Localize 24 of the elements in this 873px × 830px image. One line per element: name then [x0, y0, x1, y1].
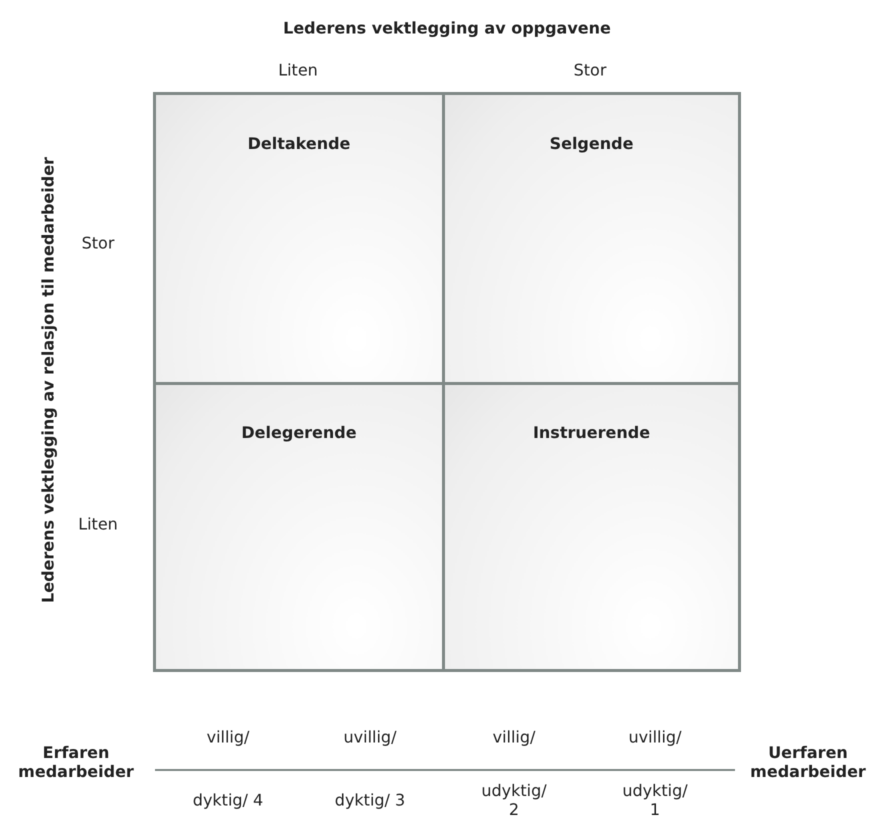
scale-label: udyktig/ 1: [621, 781, 689, 819]
scale-label: dyktig/ 4: [192, 790, 264, 810]
quadrant-title: Delegerende: [241, 422, 357, 442]
quadrant-cell: [445, 385, 738, 669]
axis-tick-label: Liten: [78, 514, 118, 534]
axis-title: Lederens vektlegging av relasjon til medarbeider: [38, 157, 58, 603]
quadrant-cell: [156, 385, 442, 669]
quadrant-cell: [445, 95, 738, 382]
axis-title: Lederens vektlegging av oppgavene: [283, 18, 611, 38]
axis-tick-label: Stor: [574, 60, 606, 80]
scale-label: dyktig/ 3: [334, 790, 406, 810]
scale-end-label: Erfaren medarbeider: [17, 743, 135, 781]
quadrant-title: Selgende: [550, 134, 634, 153]
quadrant-title: Instruerende: [532, 422, 650, 442]
scale-label: villig/: [492, 728, 536, 746]
scale-label: villig/: [206, 728, 250, 746]
scale-end-label: Uerfaren medarbeider: [749, 743, 867, 781]
scale-label: udyktig/ 2: [480, 781, 548, 819]
scale-label: uvillig/: [628, 728, 682, 746]
quadrant-title: Deltakende: [248, 134, 350, 153]
axis-tick-label: Stor: [82, 234, 114, 252]
axis-tick-label: Liten: [278, 60, 318, 80]
scale-label: uvillig/: [344, 728, 396, 746]
quadrant-cell: [156, 95, 442, 382]
